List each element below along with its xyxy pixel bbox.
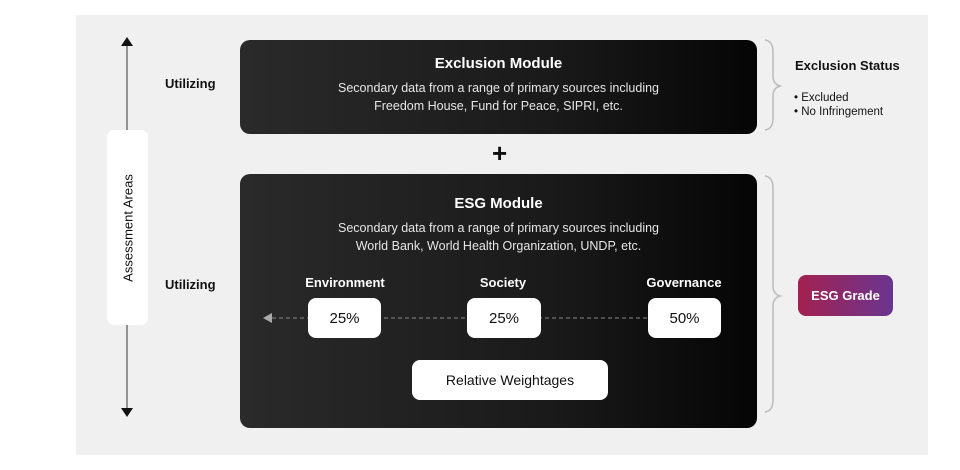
- esg-module-desc-2: World Bank, World Health Organization, U…: [355, 239, 642, 253]
- esg-module-desc-1: Secondary data from a range of primary s…: [338, 221, 659, 235]
- exclusion-module-desc-1: Secondary data from a range of primary s…: [338, 81, 659, 95]
- assessment-areas-label: Assessment Areas: [120, 173, 135, 282]
- exclusion-status-item: • No Infringement: [794, 106, 884, 118]
- esg-grade-badge: ESG Grade: [798, 275, 893, 316]
- governance-weight: 50%: [648, 298, 721, 338]
- exclusion-module-desc-2: Freedom House, Fund for Peace, SIPRI, et…: [374, 99, 623, 113]
- brace-icons: [764, 39, 783, 413]
- exclusion-module: Exclusion Module Secondary data from a r…: [240, 40, 757, 134]
- pillar-governance-label: Governance: [646, 275, 722, 290]
- exclusion-module-title: Exclusion Module: [434, 55, 563, 72]
- exclusion-status-item: • Excluded: [794, 92, 849, 104]
- plus-icon: +: [492, 138, 508, 168]
- pillar-environment-label: Environment: [305, 275, 385, 290]
- exclusion-status-title: Exclusion Status: [795, 58, 900, 73]
- esg-module: ESG Module Secondary data from a range o…: [240, 174, 757, 428]
- relative-weightages-box: Relative Weightages: [412, 360, 608, 400]
- society-weight: 25%: [467, 298, 541, 338]
- utilizing-label-esg: Utilizing: [165, 277, 216, 292]
- environment-weight: 25%: [308, 298, 381, 338]
- exclusion-status-list: • Excluded • No Infringement: [794, 91, 883, 119]
- assessment-areas-box: Assessment Areas: [107, 130, 148, 325]
- utilizing-label-exclusion: Utilizing: [165, 76, 216, 91]
- pillar-society-label: Society: [479, 275, 527, 290]
- esg-module-title: ESG Module: [454, 195, 543, 212]
